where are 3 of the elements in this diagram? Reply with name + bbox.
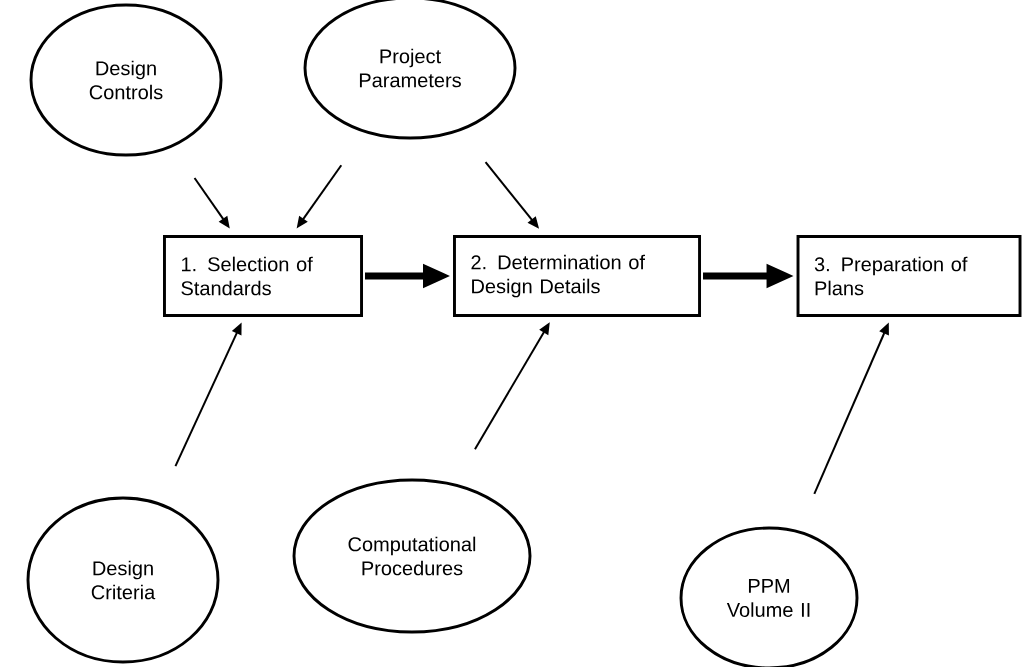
process-box: 1. Selection of Standards (163, 235, 363, 317)
process-box: 2. Determination of Design Details (453, 235, 701, 317)
process-box: 3. Preparation of Plans (796, 235, 1022, 317)
